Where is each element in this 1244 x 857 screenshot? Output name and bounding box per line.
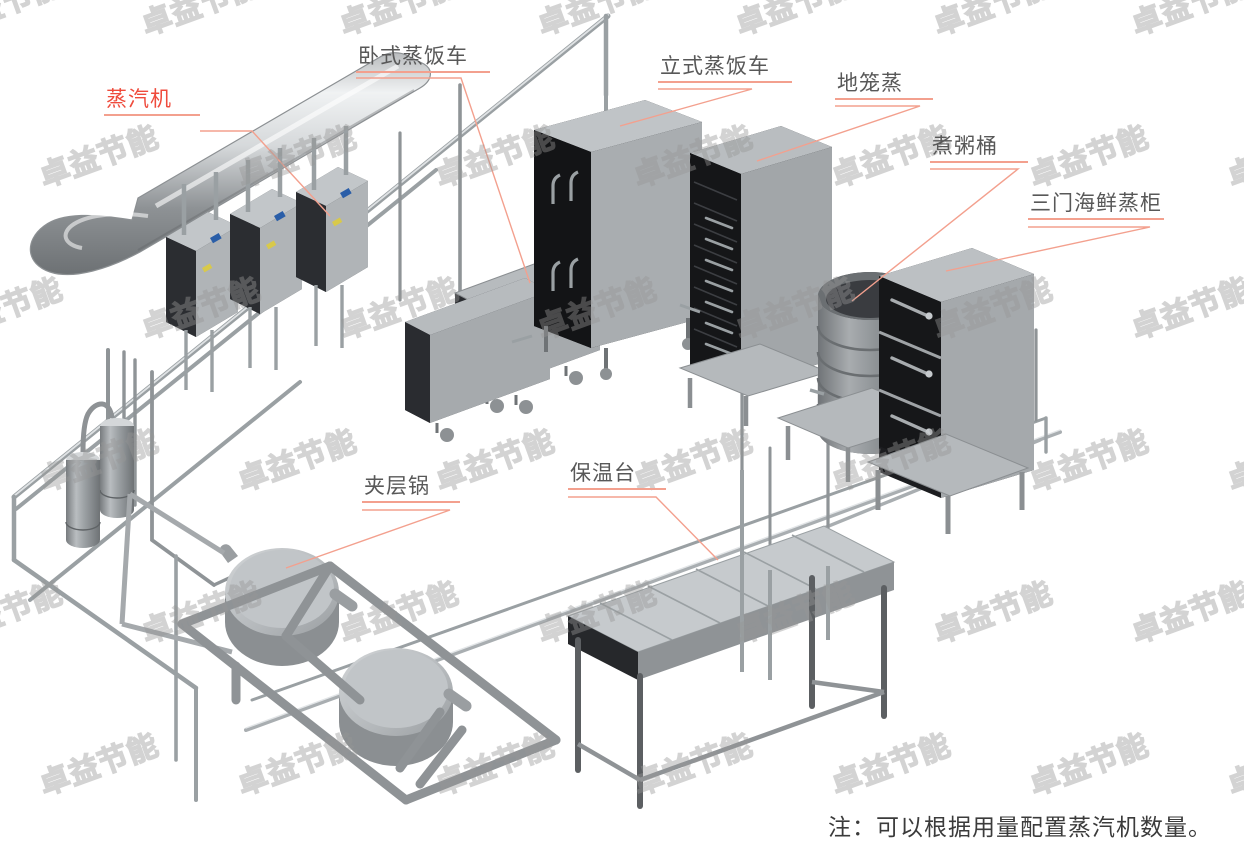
leader-jacketed-kettle bbox=[285, 509, 451, 569]
vertical-rice-steamer bbox=[534, 100, 702, 380]
label-rule-jacketed-kettle bbox=[362, 501, 460, 503]
label-rule-porridge-bucket bbox=[930, 161, 1028, 163]
label-seafood-steam-cabinet: 三门海鲜蒸柜 bbox=[1028, 191, 1164, 220]
label-rule-seafood-steam-cabinet bbox=[1028, 218, 1164, 220]
label-vertical-rice-steamer: 立式蒸饭车 bbox=[658, 54, 792, 83]
steam-generator-3 bbox=[296, 126, 368, 348]
leader-vertical-rice-steamer bbox=[619, 88, 753, 127]
label-steam-generator: 蒸汽机 bbox=[104, 87, 200, 116]
warming-table bbox=[566, 470, 896, 809]
basket-steamer bbox=[678, 126, 847, 426]
label-porridge-bucket: 煮粥桶 bbox=[930, 134, 1028, 163]
steam-generator-1 bbox=[166, 172, 238, 392]
label-text-basket-steamer: 地笼蒸 bbox=[837, 71, 903, 95]
label-text-jacketed-kettle: 夹层锅 bbox=[364, 474, 430, 498]
label-text-horizontal-rice-steamer: 卧式蒸饭车 bbox=[358, 44, 468, 68]
label-basket-steamer: 地笼蒸 bbox=[835, 71, 933, 100]
label-text-porridge-bucket: 煮粥桶 bbox=[932, 134, 998, 158]
water-treatment-tank-group bbox=[65, 401, 135, 548]
horizontal-rice-steamer-front bbox=[405, 278, 550, 442]
label-rule-warming-table bbox=[568, 488, 666, 490]
label-rule-basket-steamer bbox=[835, 98, 933, 100]
jacketed-kettle-2 bbox=[339, 648, 472, 766]
footer-note: 注：可以根据用量配置蒸汽机数量。 bbox=[828, 815, 1212, 841]
label-horizontal-rice-steamer: 卧式蒸饭车 bbox=[356, 44, 490, 73]
label-warming-table: 保温台 bbox=[568, 461, 666, 490]
label-rule-vertical-rice-steamer bbox=[658, 81, 792, 83]
label-jacketed-kettle: 夹层锅 bbox=[362, 474, 460, 503]
leader-porridge-bucket bbox=[851, 168, 1021, 302]
label-rule-horizontal-rice-steamer bbox=[356, 71, 490, 73]
label-text-seafood-steam-cabinet: 三门海鲜蒸柜 bbox=[1030, 191, 1162, 215]
steam-generator-2 bbox=[230, 148, 302, 370]
leader-seafood-steam-cabinet bbox=[945, 226, 1151, 272]
label-rule-steam-generator bbox=[104, 114, 200, 116]
kettle-support-frame bbox=[177, 561, 561, 805]
label-text-warming-table: 保温台 bbox=[570, 461, 636, 485]
label-text-steam-generator: 蒸汽机 bbox=[106, 87, 172, 111]
leader-warming-table bbox=[568, 496, 719, 561]
leader-steam-generator bbox=[200, 130, 331, 217]
seafood-steam-cabinet bbox=[866, 248, 1034, 534]
leader-horizontal-rice-steamer bbox=[356, 77, 531, 284]
label-text-vertical-rice-steamer: 立式蒸饭车 bbox=[660, 54, 770, 78]
leader-basket-steamer bbox=[756, 105, 921, 162]
label-leader-lines bbox=[200, 77, 1151, 569]
